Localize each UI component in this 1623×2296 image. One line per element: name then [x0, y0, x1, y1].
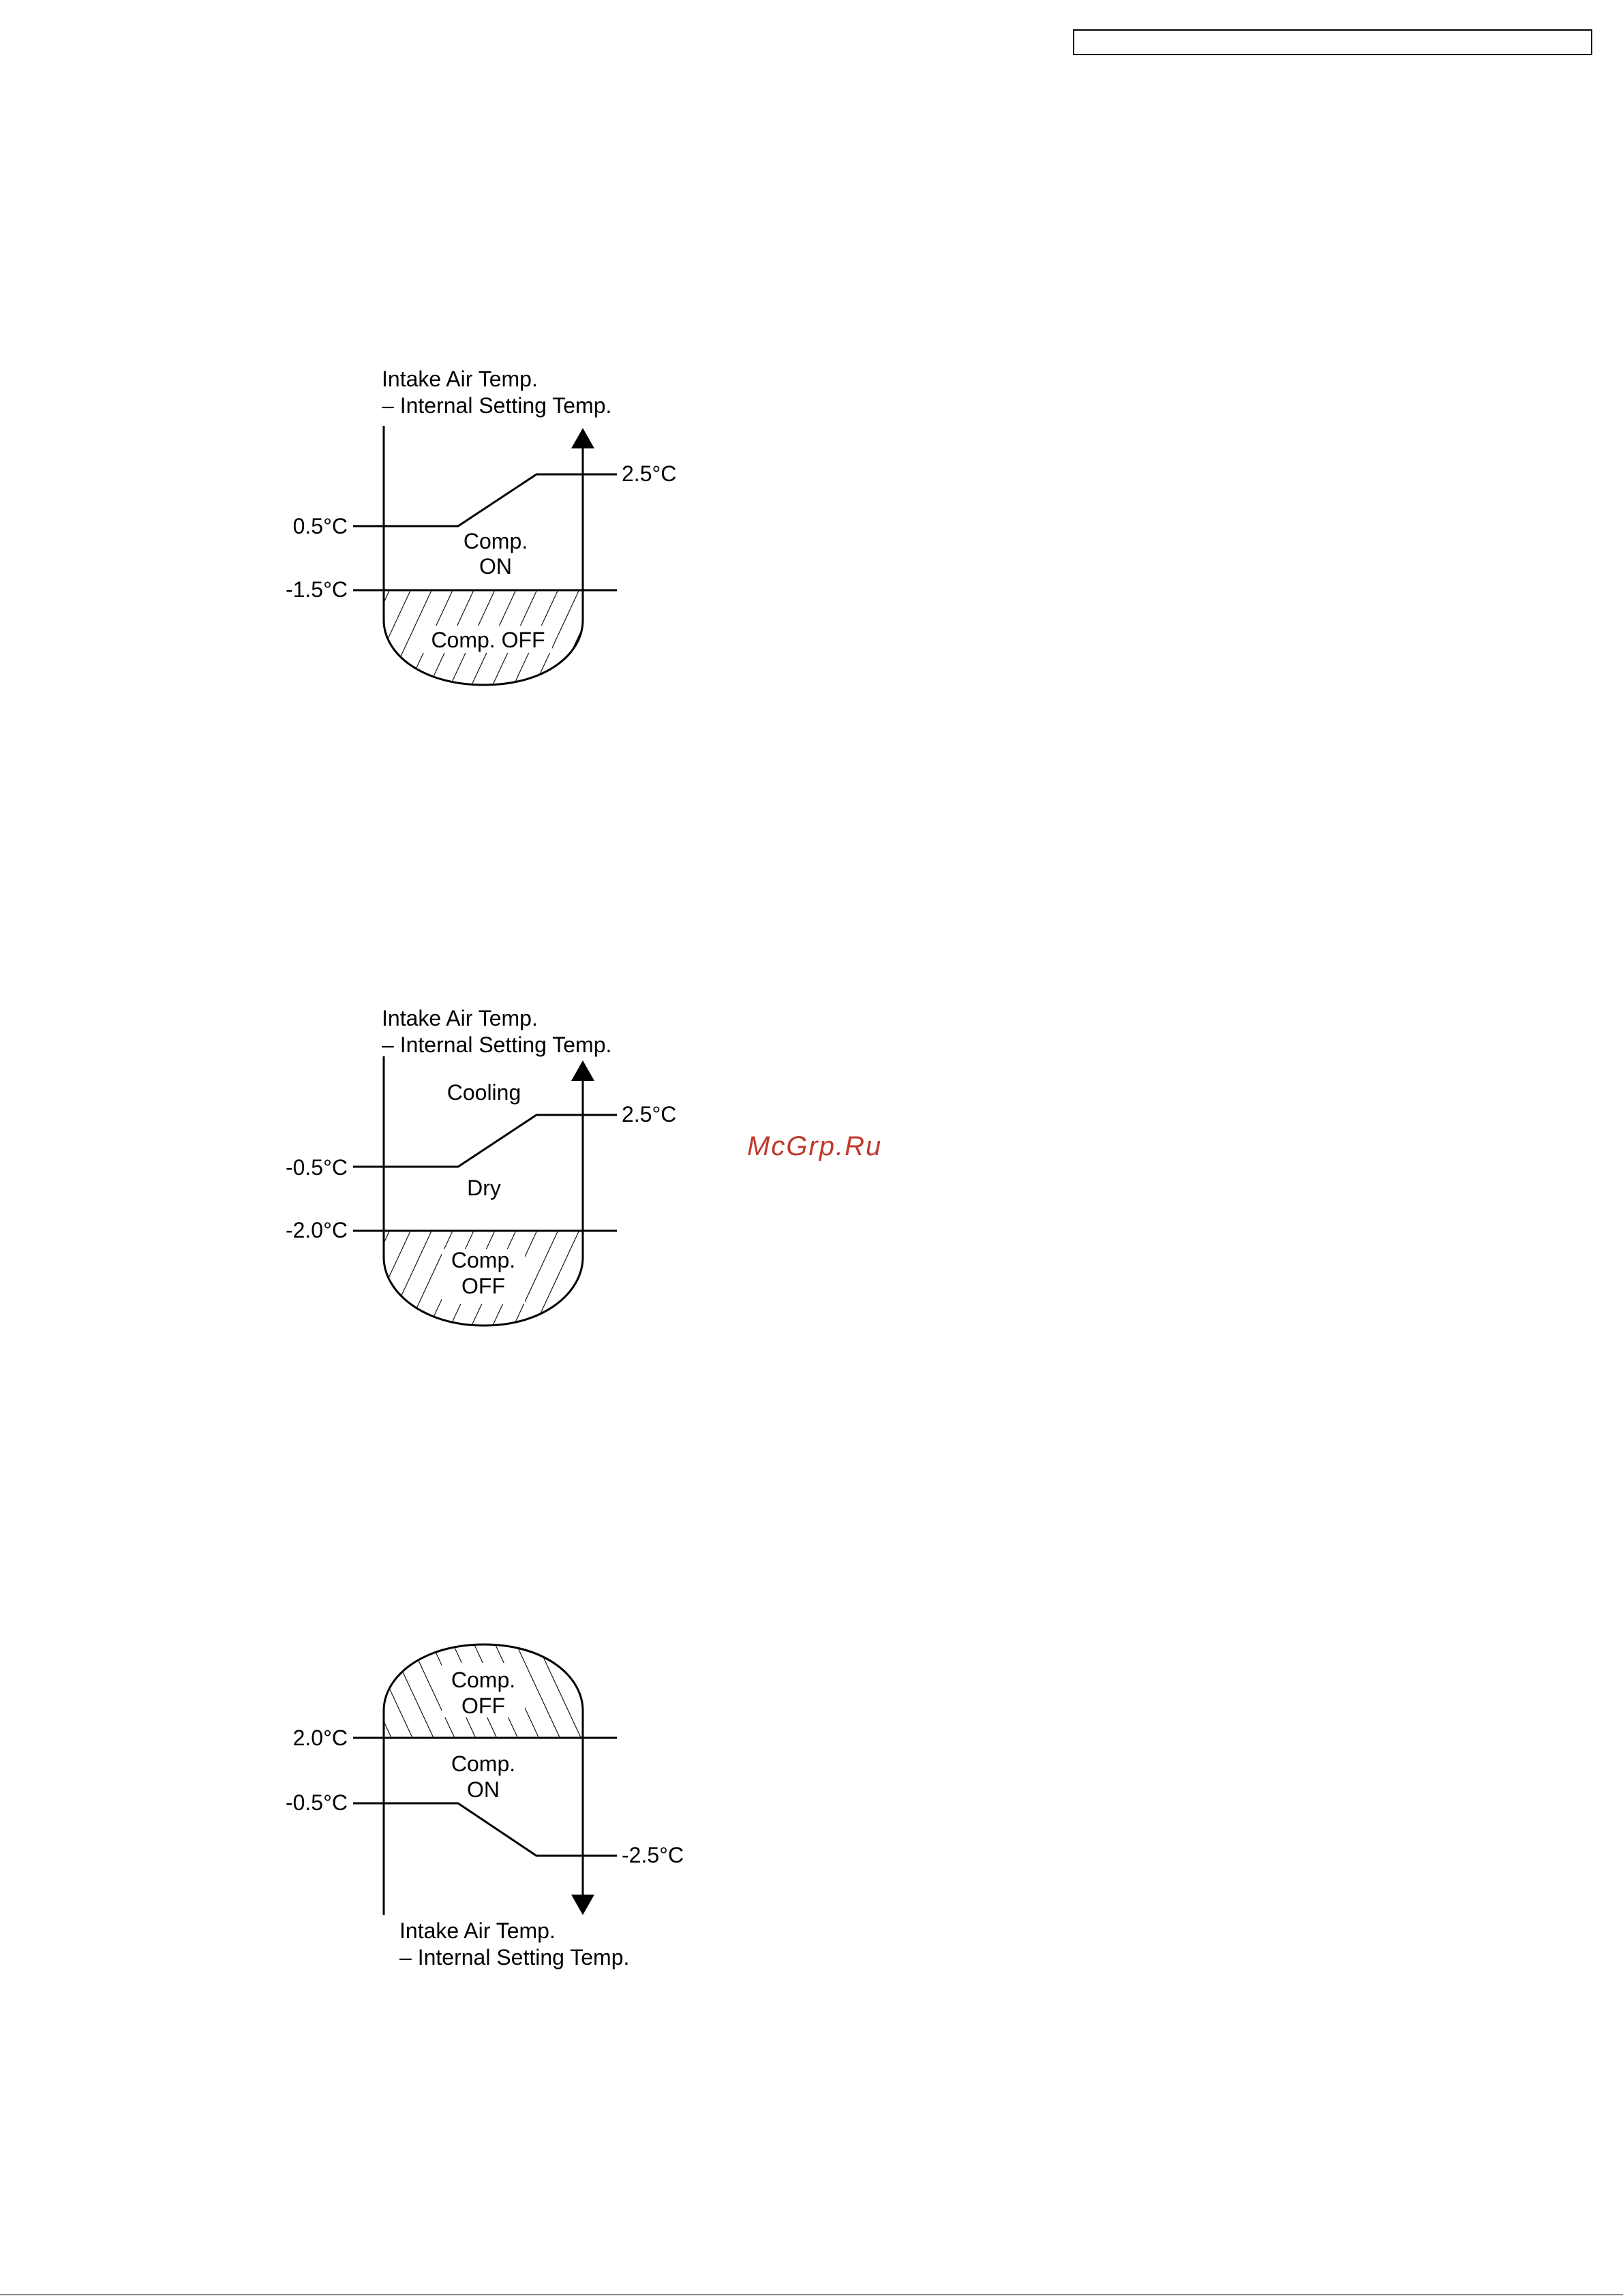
comp-off-label-line2: OFF — [461, 1694, 505, 1718]
up-arrow-icon — [571, 1060, 594, 1081]
axis-label-line2: – Internal Setting Temp. — [382, 393, 611, 418]
watermark: McGrp.Ru — [747, 1131, 882, 1162]
upper-level-label: 2.0°C — [293, 1726, 348, 1750]
upper-level-label: -0.5°C — [286, 1155, 348, 1180]
comp-on-label-line2: ON — [467, 1777, 500, 1802]
axis-label-line2: – Internal Setting Temp. — [399, 1945, 629, 1970]
lower-level-label: -0.5°C — [286, 1790, 348, 1815]
target-level-label: 2.5°C — [622, 1102, 676, 1127]
target-level-label: 2.5°C — [622, 461, 676, 486]
dry-threshold-curve — [353, 1115, 617, 1167]
down-arrow-icon — [571, 1895, 594, 1915]
cooling-control-diagram: Intake Air Temp. – Internal Setting Temp… — [0, 341, 750, 722]
heating-control-diagram: 2.0°C -0.5°C -2.5°C Comp. OFF Comp. ON I… — [0, 1622, 750, 2004]
comp-on-label-line1: Comp. — [464, 529, 528, 553]
comp-off-label: Comp. OFF — [431, 628, 545, 652]
up-arrow-icon — [571, 428, 594, 448]
header-box — [1073, 29, 1592, 55]
on-threshold-curve — [353, 474, 617, 526]
cooling-label: Cooling — [447, 1080, 521, 1105]
dry-label: Dry — [467, 1176, 501, 1200]
lower-level-label: -2.0°C — [286, 1218, 348, 1242]
comp-on-label-line2: ON — [479, 554, 512, 579]
comp-off-label-line1: Comp. — [451, 1248, 515, 1272]
comp-on-label-line1: Comp. — [451, 1751, 515, 1776]
axis-label-line1: Intake Air Temp. — [382, 367, 538, 391]
comp-off-label-line2: OFF — [461, 1274, 505, 1298]
target-level-label: -2.5°C — [622, 1843, 684, 1867]
axis-label-line1: Intake Air Temp. — [399, 1918, 556, 1943]
page-bottom-rule — [0, 2294, 1623, 2295]
axis-label-line2: – Internal Setting Temp. — [382, 1032, 611, 1057]
upper-level-label: 0.5°C — [293, 514, 348, 538]
dry-control-diagram: Intake Air Temp. – Internal Setting Temp… — [0, 981, 750, 1363]
comp-off-label-line1: Comp. — [451, 1668, 515, 1692]
axis-label-line1: Intake Air Temp. — [382, 1006, 538, 1030]
on-threshold-curve — [353, 1803, 617, 1856]
lower-level-label: -1.5°C — [286, 577, 348, 602]
